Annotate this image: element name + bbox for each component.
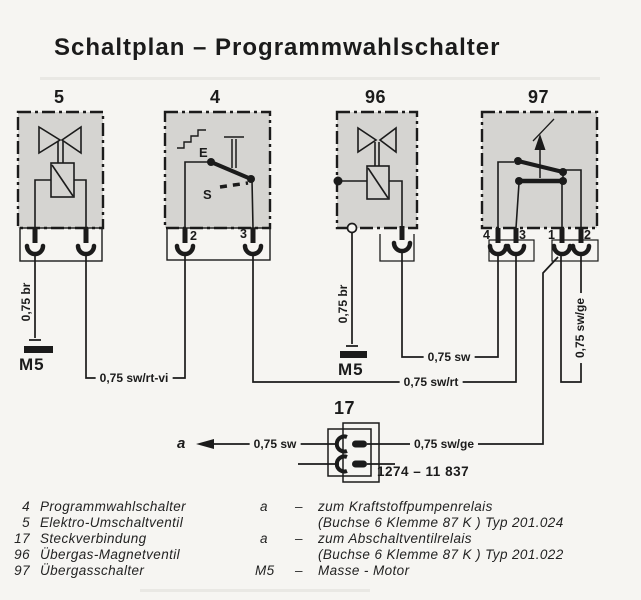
terminal-sockets [24,243,97,257]
plug-pin-top [352,440,367,448]
terminal-label-97-4: 4 [483,228,490,242]
terminal-label-97-1: 1 [548,228,555,242]
terminal-label-97-3: 3 [519,228,526,242]
legend-text: Masse - Motor [318,563,410,578]
component-id-96: 96 [365,87,387,107]
component-box-97 [480,110,599,262]
scan-smudge [140,589,370,592]
contact-label-e: E [199,145,208,160]
terminal-label-4-3: 3 [240,227,247,241]
wire-label-sw-ge-vertical: 0,75 sw/ge [572,292,588,364]
ground-label-m5-left: M5 [19,355,45,374]
wire-label-br-mid: 0,75 br [336,284,350,324]
wire-label-sw-ge-conn: 0,75 sw/ge [409,437,479,451]
legend-name: Programmwahlschalter [40,499,187,514]
legend-sep: – [295,531,303,546]
component-id-17: 17 [334,398,356,418]
connector-17-symbol [327,422,380,483]
component-id-4: 4 [210,87,221,107]
valve-symbol [338,126,403,226]
wire-label-sw-conn: 0,75 sw [249,437,301,451]
wire-br-left [29,252,41,341]
pivot-dot [247,175,255,183]
legend-id: 96 [14,547,30,562]
legend-id: M5 [255,563,275,578]
legend-sep: – [295,563,303,578]
legend-id: a [260,531,268,546]
terminal-label-4-2: 2 [190,229,197,243]
wire-label-sw-rt-vi: 0,75 sw/rt-vi [95,371,173,385]
diagram-title: Schaltplan – Programmwahlschalter [54,34,501,61]
arrow-target-label-a: a [177,435,186,452]
component-box-96 [333,110,419,262]
contact-e-dot [207,158,215,166]
legend-name: Elektro-Umschaltventil [40,515,184,530]
arrow-a-head [196,439,214,449]
terminal-sockets [487,243,592,257]
wire-sw-rt [252,252,517,383]
terminal-pins [495,228,584,243]
scan-smudge [40,77,600,80]
component-box-4 [163,110,272,261]
terminal-label-97-2: 2 [584,228,591,242]
legend-id: 5 [22,515,30,530]
legend-id: 97 [14,563,30,578]
ground-m5-mid-bar [340,351,367,358]
open-connector-circle [346,222,358,234]
wire-label-br-left: 0,75 br [19,282,33,322]
ground-m5-left-bar [24,346,53,353]
terminal-pins [182,228,256,243]
valve-symbol [34,125,87,228]
legend-name: Steckverbindung [40,531,147,546]
legend-text: (Buchse 6 Klemme 87 K ) Typ 201.022 [318,547,564,562]
legend-name: Übergas-Magnetventil [40,547,181,562]
plug-pin-bottom [352,460,367,468]
terminal-socket [391,240,413,254]
junction-dot [333,176,343,186]
component-id-97: 97 [528,87,550,107]
program-switch-symbol [177,129,254,229]
contact-label-s: S [203,187,212,202]
part-number: 1274 – 11 837 [377,464,470,479]
socket-crescents [334,434,348,474]
legend-id: 4 [22,499,30,514]
wire-sw-rt-vi [85,252,186,379]
component-id-5: 5 [54,87,65,107]
terminal-sockets [174,243,264,257]
legend-sep: – [295,499,303,514]
legend-text: zum Abschaltventilrelais [318,531,472,546]
legend-name: Übergasschalter [40,563,145,578]
wire-sw [401,250,499,358]
ground-label-m5-mid: M5 [338,360,364,379]
wire-br-mid [346,233,358,347]
legend-id: 17 [14,531,30,546]
legend-text: zum Kraftstoffpumpenrelais [318,499,493,514]
legend-text: (Buchse 6 Klemme 87 K ) Typ 201.024 [318,515,564,530]
legend-id: a [260,499,268,514]
wire-label-sw-rt: 0,75 sw/rt [399,375,463,389]
overspeed-switch-symbol [497,118,582,229]
component-box-5 [16,110,105,262]
terminal-pins [32,228,89,243]
wire-label-sw: 0,75 sw [423,350,475,364]
